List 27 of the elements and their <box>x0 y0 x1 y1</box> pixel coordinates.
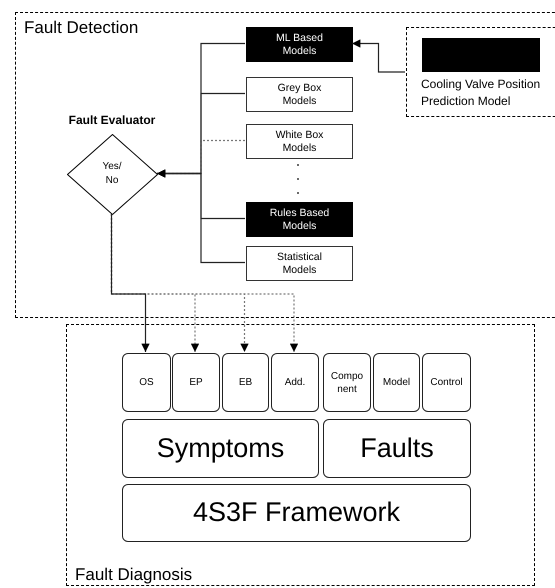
arrow <box>352 39 405 73</box>
category-box: Model <box>373 353 420 412</box>
layer-box: Symptoms <box>122 419 319 478</box>
filled-box <box>422 38 540 72</box>
category-box: Add. <box>271 353 319 412</box>
layer-box: 4S3F Framework <box>122 484 471 542</box>
model-box: Rules Based Models <box>246 202 353 237</box>
arrow <box>110 214 150 352</box>
arrow <box>157 169 245 264</box>
model-box: White Box Models <box>246 124 353 159</box>
dashed-region <box>15 12 555 318</box>
category-box: Compo nent <box>323 353 371 412</box>
category-box: EP <box>172 353 220 412</box>
category-box: Control <box>422 353 471 412</box>
panel-caption: Cooling Valve Position Prediction Model <box>421 76 542 110</box>
decision-heading: Fault Evaluator <box>68 113 156 128</box>
category-box: EB <box>222 353 269 412</box>
region-title: Fault Detection <box>24 17 138 38</box>
model-box: Statistical Models <box>246 246 353 281</box>
model-box: Grey Box Models <box>246 77 353 112</box>
region-title: Fault Diagnosis <box>75 564 192 585</box>
model-box: ML Based Models <box>246 27 353 62</box>
dashed-panel <box>406 27 555 117</box>
dashed-region <box>66 324 535 586</box>
layer-box: Faults <box>323 419 471 478</box>
category-box: OS <box>122 353 171 412</box>
decision-text: Yes/ No <box>101 160 123 188</box>
